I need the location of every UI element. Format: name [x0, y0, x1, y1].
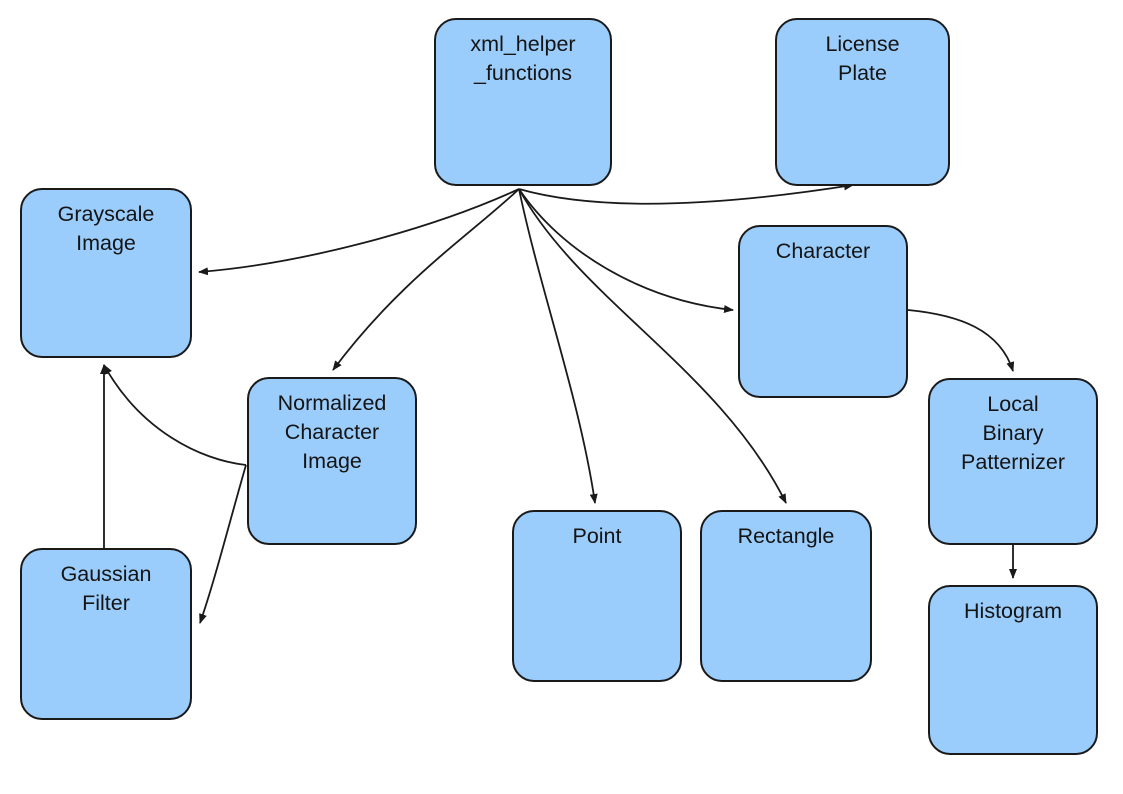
- node-character[interactable]: Character: [738, 225, 908, 398]
- edge-normalized-character-image-to-grayscale-image: [103, 364, 247, 466]
- node-label: xml_helper _functions: [470, 32, 576, 85]
- node-label: Character: [775, 239, 871, 263]
- node-local-binary-patternizer[interactable]: Local Binary Patternizer: [928, 378, 1098, 545]
- edge-normalized-character-image-to-gaussian-filter: [199, 464, 247, 624]
- node-rectangle[interactable]: Rectangle: [700, 510, 872, 682]
- node-label: Point: [572, 524, 622, 548]
- node-gaussian-filter[interactable]: Gaussian Filter: [20, 548, 192, 720]
- edge-xml-helper-functions-to-character: [518, 188, 734, 314]
- node-license-plate[interactable]: License Plate: [775, 18, 950, 186]
- node-label: Normalized Character Image: [277, 391, 387, 473]
- node-label: Rectangle: [737, 524, 835, 548]
- edge-xml-helper-functions-to-license-plate: [518, 182, 854, 205]
- edge-xml-helper-functions-to-normalized-character-image: [332, 188, 520, 371]
- node-label: Local Binary Patternizer: [961, 392, 1065, 474]
- node-xml-helper-functions[interactable]: xml_helper _functions: [434, 18, 612, 186]
- node-label: License Plate: [825, 32, 900, 85]
- node-label: Grayscale Image: [57, 202, 155, 255]
- node-grayscale-image[interactable]: Grayscale Image: [20, 188, 192, 358]
- node-histogram[interactable]: Histogram: [928, 585, 1098, 755]
- node-normalized-character-image[interactable]: Normalized Character Image: [247, 377, 417, 545]
- node-point[interactable]: Point: [512, 510, 682, 682]
- node-label: Gaussian Filter: [60, 562, 152, 615]
- edge-xml-helper-functions-to-grayscale-image: [198, 188, 520, 276]
- edge-character-to-local-binary-patternizer: [907, 309, 1015, 372]
- node-label: Histogram: [964, 599, 1062, 623]
- edge-xml-helper-functions-to-point: [518, 188, 598, 504]
